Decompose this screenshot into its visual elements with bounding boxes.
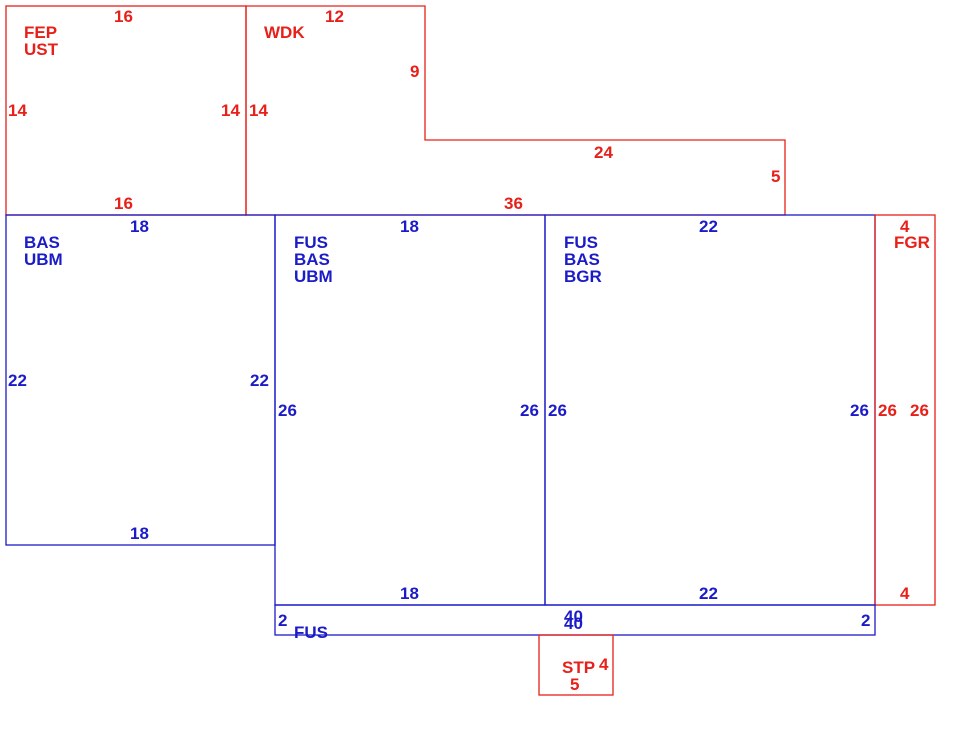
dimension-label: 5	[570, 675, 579, 694]
outline-stp	[538, 634, 614, 696]
dimension-label: 18	[130, 217, 149, 236]
dimension-label: 40	[564, 614, 583, 633]
dimension-label: 18	[400, 217, 419, 236]
dimension-label: 22	[8, 371, 27, 390]
dimension-label: 5	[771, 167, 780, 186]
dimension-label: 18	[130, 524, 149, 543]
area-fus-bas-bgr: FUS BAS BGR 22 26 26 22	[548, 217, 869, 603]
dimension-label: 16	[114, 194, 133, 213]
dimension-label: 4	[599, 655, 609, 674]
dimension-label: 2	[861, 611, 870, 630]
area-fus-strip: FUS 40 40 2 2	[278, 607, 870, 642]
dimension-label: 14	[249, 101, 268, 120]
dimension-label: 14	[8, 101, 27, 120]
dimension-label: 9	[410, 62, 419, 81]
dimension-label: 26	[910, 401, 929, 420]
area-code: BAS	[24, 233, 60, 252]
dimension-label: 4	[900, 584, 910, 603]
dimension-label: 2	[278, 611, 287, 630]
dimension-label: 26	[548, 401, 567, 420]
area-code: UST	[24, 40, 59, 59]
area-bas-ubm: BAS UBM 18 22 22 18	[8, 217, 269, 543]
area-code: FGR	[894, 233, 930, 252]
dimension-label: 26	[878, 401, 897, 420]
area-code: BAS	[294, 250, 330, 269]
outline-fgr	[874, 214, 936, 606]
area-wdk: WDK 12 9 24 5 36 14	[249, 7, 780, 213]
area-fep-ust: FEP UST 16 14 14 16	[8, 7, 240, 213]
area-fus-bas-ubm: FUS BAS UBM 18 26 26 18	[278, 217, 539, 603]
area-code: UBM	[294, 267, 333, 286]
dimension-label: 26	[850, 401, 869, 420]
area-code: BAS	[564, 250, 600, 269]
dimension-label: 22	[250, 371, 269, 390]
area-code: WDK	[264, 23, 305, 42]
dimension-label: 26	[278, 401, 297, 420]
area-code: FUS	[564, 233, 598, 252]
dimension-label: 4	[900, 217, 910, 236]
dimension-label: 24	[594, 143, 613, 162]
dimension-label: 16	[114, 7, 133, 26]
area-stp: STP 4 5	[562, 655, 609, 694]
dimension-label: 22	[699, 217, 718, 236]
area-outlines	[5, 5, 936, 696]
area-code: FUS	[294, 233, 328, 252]
dimension-label: 18	[400, 584, 419, 603]
dimension-label: 12	[325, 7, 344, 26]
area-code: UBM	[24, 250, 63, 269]
dimension-label: 14	[221, 101, 240, 120]
area-fgr: FGR 4 26 26 4	[878, 217, 930, 603]
dimension-label: 36	[504, 194, 523, 213]
outline-wdk	[245, 5, 786, 216]
area-code: STP	[562, 658, 595, 677]
area-code: FEP	[24, 23, 57, 42]
area-code: FUS	[294, 623, 328, 642]
dimension-label: 40	[564, 607, 583, 626]
dimension-label: 26	[520, 401, 539, 420]
dimension-label: 22	[699, 584, 718, 603]
area-code: BGR	[564, 267, 602, 286]
